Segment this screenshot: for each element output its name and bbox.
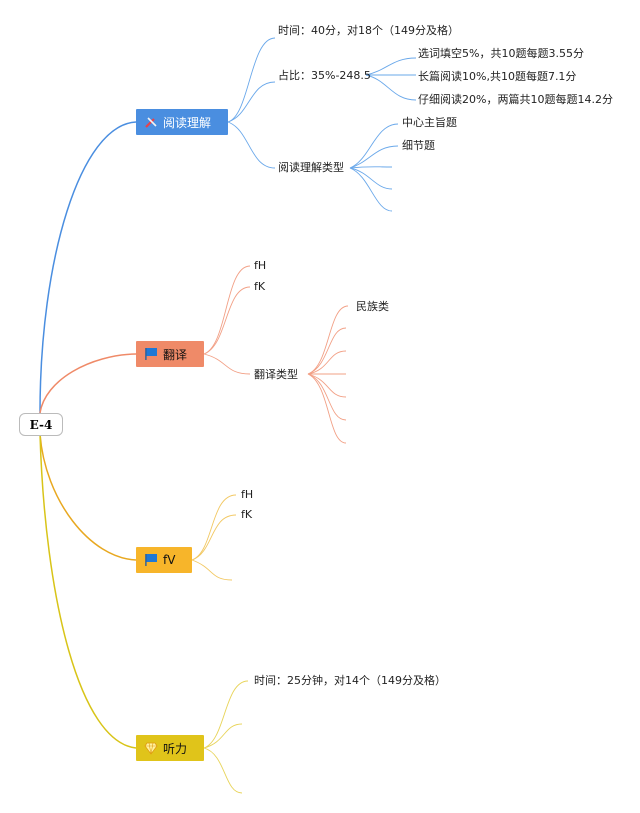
root-node[interactable]: E-4: [19, 413, 63, 436]
translation-types-label: 翻译类型: [254, 368, 298, 381]
branch-fv[interactable]: fV: [136, 547, 192, 573]
branch-translation[interactable]: 翻译: [136, 341, 204, 367]
branch-fv-label: fV: [163, 553, 176, 567]
reading-ratio-item-1: 选词填空5%，共10题每题3.55分: [418, 47, 584, 60]
diamond-icon: [144, 741, 158, 755]
flag-icon: [144, 553, 158, 567]
link-root-fv: [39, 433, 137, 561]
reading-types-label: 阅读理解类型: [278, 161, 344, 174]
translation-item-2: fK: [254, 280, 266, 293]
branch-reading[interactable]: 阅读理解: [136, 109, 228, 135]
flag-icon: [144, 347, 158, 361]
reading-ratio-item-3: 仔细阅读20%，两篇共10题每题14.2分: [418, 93, 613, 106]
pencil-ruler-icon: [144, 115, 158, 129]
link-root-listening: [39, 433, 137, 749]
branch-listening-label: 听力: [163, 741, 188, 756]
branch-translation-label: 翻译: [163, 347, 188, 362]
reading-time: 时间：40分，对18个（149分及格）: [278, 24, 459, 37]
fv-item-1: fH: [241, 488, 254, 501]
translation-type-1: 民族类: [356, 300, 389, 313]
translation-item-1: fH: [254, 259, 267, 272]
link-root-reading: [39, 121, 137, 414]
branch-reading-label: 阅读理解: [163, 115, 212, 130]
reading-type-1: 中心主旨题: [402, 116, 457, 129]
listening-time: 时间：25分钟，对14个（149分及格）: [254, 674, 446, 687]
reading-ratio: 占比：35%-248.5: [278, 69, 371, 82]
reading-ratio-item-2: 长篇阅读10%,共10题每题7.1分: [418, 70, 577, 83]
branch-listening[interactable]: 听力: [136, 735, 204, 761]
link-root-translation: [39, 353, 137, 414]
reading-type-2: 细节题: [402, 139, 435, 152]
fv-item-2: fK: [241, 508, 253, 521]
